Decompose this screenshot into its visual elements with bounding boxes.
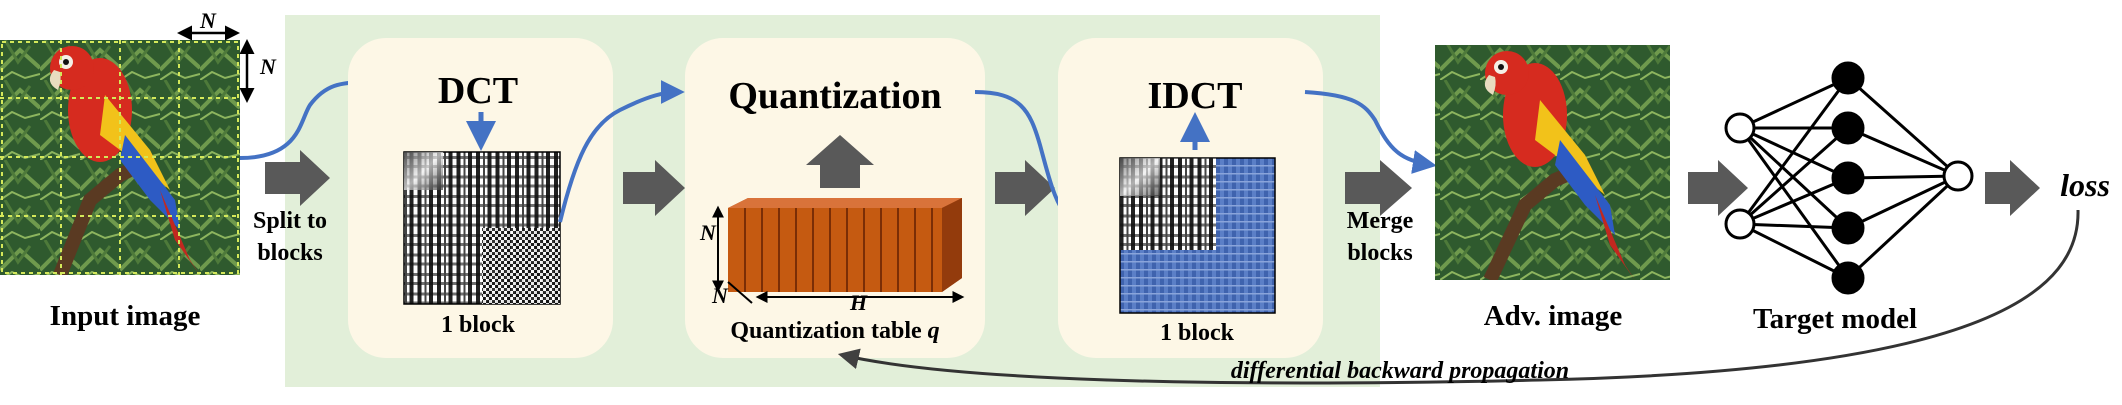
- idct-block-grid: [1119, 157, 1276, 314]
- loss-label: loss: [2060, 167, 2110, 203]
- adv-image-label: Adv. image: [1484, 300, 1623, 332]
- split-label-line2: blocks: [257, 240, 322, 266]
- idct-title: IDCT: [1147, 75, 1242, 117]
- adv-to-model-arrow: [1688, 160, 1748, 216]
- dct-title: DCT: [438, 70, 518, 112]
- quant-n-diag-arrow: [727, 281, 753, 304]
- quant-title: Quantization: [728, 75, 941, 117]
- neural-network-icon: [1724, 61, 1974, 295]
- input-image-label: Input image: [50, 300, 201, 332]
- adv-image: [1435, 45, 1670, 280]
- quant-h-label: H: [849, 290, 868, 315]
- merge-label-line1: Merge: [1347, 208, 1414, 234]
- flow-arrow-to-quant: [558, 80, 685, 223]
- flow-arrow-to-dct: [239, 70, 373, 160]
- dct-caption: 1 block: [441, 312, 516, 338]
- input-image: [0, 40, 240, 275]
- flow-arrow-to-adv: [1304, 90, 1437, 174]
- quant-caption: Quantization table q: [730, 318, 939, 344]
- backprop-label: differential backward propagation: [1231, 358, 1569, 384]
- quant-to-idct-arrow: [995, 160, 1055, 216]
- split-arrow: [265, 150, 330, 206]
- target-model-label: Target model: [1753, 303, 1917, 335]
- split-label-line1: Split to: [253, 208, 327, 234]
- block-height-label: N: [259, 54, 277, 79]
- quant-n-diag-label: N: [711, 283, 729, 308]
- quantization-table-icon: [728, 198, 962, 292]
- merge-label-line2: blocks: [1347, 240, 1412, 266]
- dct-block-grid: [403, 151, 561, 305]
- model-to-loss-arrow: [1985, 160, 2040, 216]
- quant-n-vertical-label: N: [699, 220, 717, 245]
- block-width-label: N: [199, 8, 217, 33]
- backprop-arrow: [837, 209, 2080, 385]
- dct-to-quant-arrow: [623, 160, 685, 216]
- quant-up-arrow: [806, 135, 874, 188]
- merge-arrow: [1345, 160, 1412, 216]
- idct-caption: 1 block: [1160, 320, 1235, 346]
